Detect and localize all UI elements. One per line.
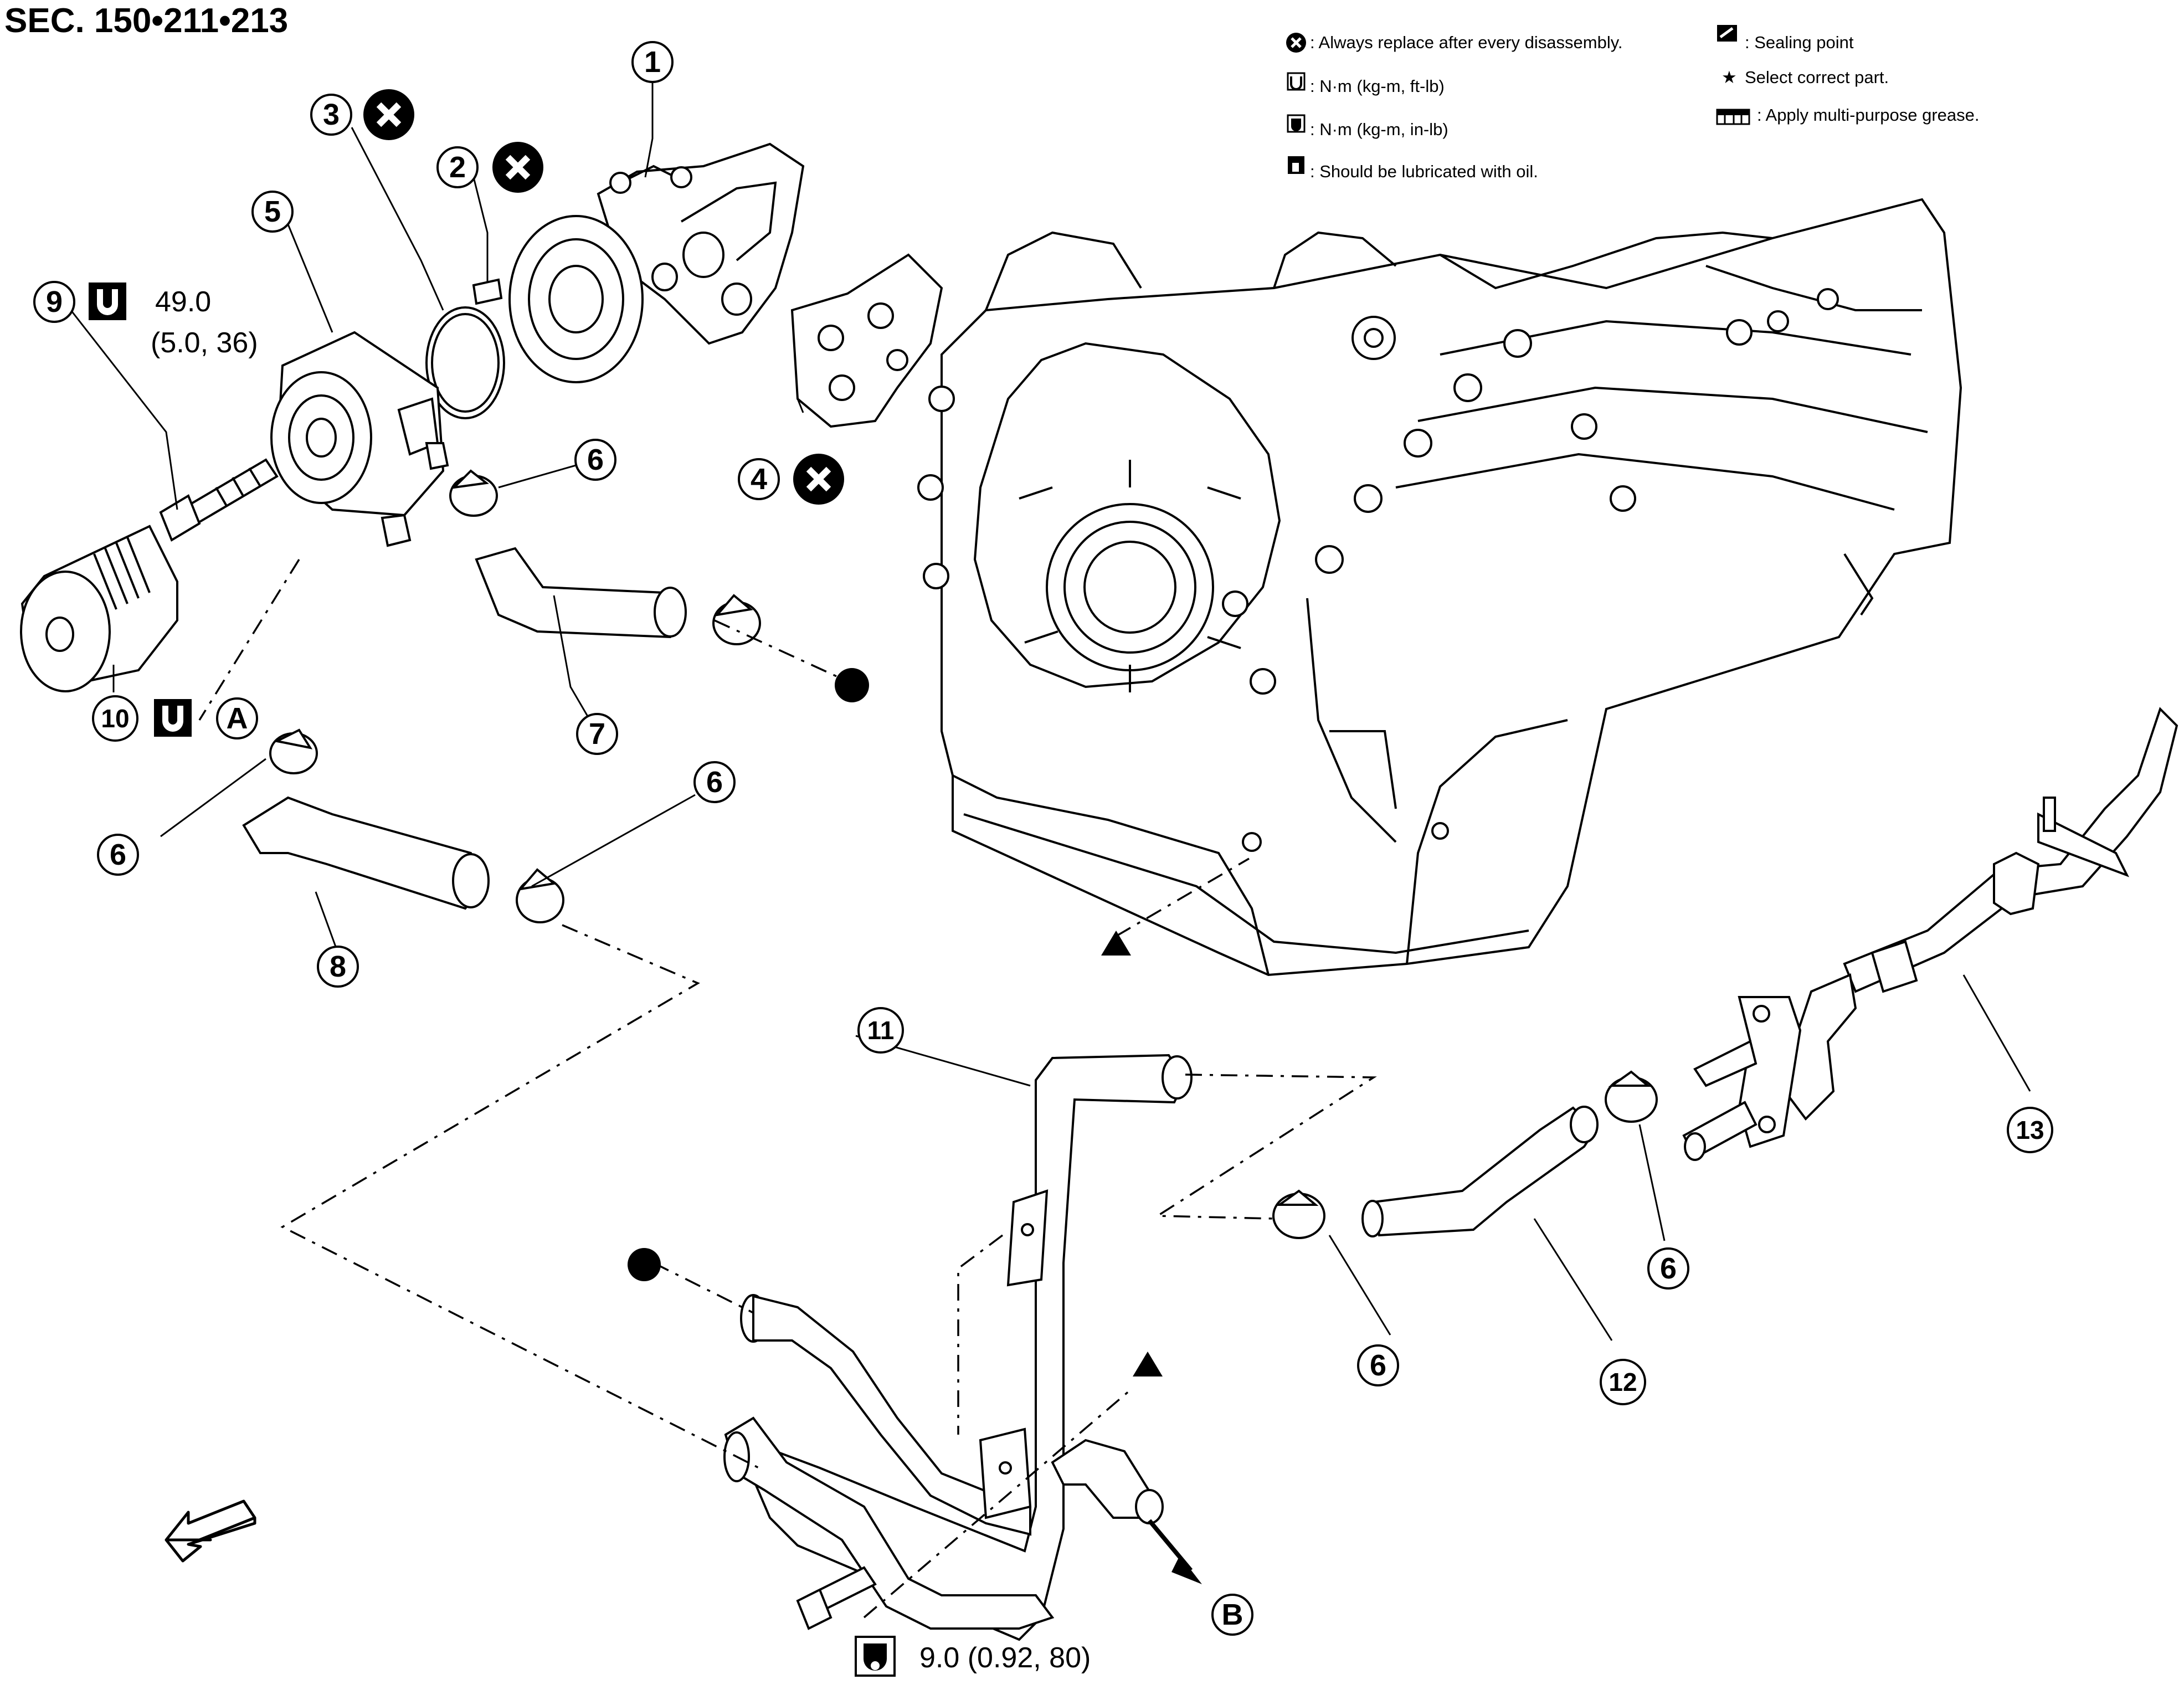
part-oil-filter-bracket: [508, 142, 805, 383]
legend-replace-text: : Always replace after every disassembly…: [1310, 33, 1623, 52]
svg-text:6: 6: [706, 766, 723, 799]
callout-1: 1: [631, 41, 674, 83]
legend-torque-inlb-text: : N·m (kg-m, in-lb): [1310, 120, 1448, 139]
legend-select-text: Select correct part.: [1745, 68, 1889, 87]
chain-lines: [198, 559, 1377, 1619]
callout-6: 6: [1647, 1247, 1689, 1290]
torque-wrench-icon: [1287, 72, 1306, 91]
callout-4: 4: [738, 458, 780, 500]
callout-6: 6: [97, 834, 139, 876]
torque-value-9-line1: 49.0: [155, 286, 211, 318]
torque-wrench-icon: [89, 282, 126, 320]
callout-6: 6: [574, 439, 616, 481]
svg-text:9: 9: [46, 285, 63, 319]
svg-text:A: A: [227, 702, 248, 735]
svg-text:12: 12: [1609, 1368, 1637, 1396]
callout-6: 6: [1357, 1344, 1399, 1386]
callout-a: A: [216, 697, 258, 739]
part-hose-clamp-1: [449, 469, 498, 517]
connection-dot-icon: [628, 1248, 661, 1281]
part-oil-filter: [20, 525, 178, 692]
front-arrow-icon: [165, 1499, 256, 1563]
section-label: SEC. 150•211•213: [4, 2, 288, 40]
svg-text:5: 5: [264, 195, 281, 228]
part-dowel-pin: [472, 278, 503, 305]
torque-value-bolt: 9.0 (0.92, 80): [919, 1642, 1091, 1674]
part-water-pipe-11: [723, 1054, 1193, 1641]
svg-text:6: 6: [110, 838, 126, 871]
torque-wrench-filled-icon: [1287, 114, 1306, 133]
part-water-hose-8: [242, 796, 490, 910]
part-hose-clamp-4: [516, 868, 564, 923]
replace-mark-2-icon: [492, 142, 543, 193]
callout-12: 12: [1600, 1359, 1646, 1405]
part-hose-clamp-2: [712, 594, 761, 645]
svg-text:3: 3: [323, 98, 340, 131]
part-water-hose-12: [1361, 1106, 1599, 1237]
leader-lines: [70, 82, 2031, 1341]
part-water-pipe-13: [1682, 707, 2178, 1161]
star-icon: ★: [1721, 68, 1737, 87]
connection-triangle-icon: [1133, 1352, 1163, 1376]
callout-b: B: [1211, 1594, 1253, 1636]
svg-text:13: 13: [2016, 1116, 2044, 1144]
svg-text:6: 6: [1660, 1252, 1677, 1285]
svg-text:2: 2: [449, 151, 466, 184]
replace-icon: [1286, 33, 1306, 53]
replace-mark-4-icon: [793, 454, 844, 505]
grease-icon: [1716, 109, 1750, 125]
svg-text:6: 6: [587, 443, 604, 476]
sealant-tube-icon: [1717, 25, 1737, 42]
part-hose-clamp-6: [1605, 1070, 1658, 1123]
legend-sealing-text: : Sealing point: [1745, 33, 1854, 52]
callout-11: 11: [857, 1007, 904, 1054]
part-connector-bolt: [159, 458, 279, 542]
svg-text:10: 10: [101, 704, 129, 733]
svg-text:7: 7: [589, 717, 605, 751]
callout-3: 3: [310, 94, 352, 136]
arrowhead-icon: [1171, 1555, 1202, 1584]
oil-can-icon: [1288, 156, 1304, 174]
legend-lubricate-text: : Should be lubricated with oil.: [1310, 162, 1538, 181]
legend: : Always replace after every disassembly…: [1286, 25, 1980, 181]
callout-5: 5: [251, 191, 294, 233]
callout-9: 9: [33, 281, 75, 323]
callout-10: 10: [92, 695, 138, 742]
connection-triangle-icon: [1101, 931, 1131, 956]
callout-2: 2: [436, 146, 479, 188]
replace-mark-3-icon: [363, 89, 414, 140]
torque-wrench-icon: [154, 699, 192, 737]
callout-13: 13: [2007, 1107, 2053, 1153]
callout-8: 8: [317, 946, 359, 988]
svg-text:6: 6: [1370, 1349, 1386, 1382]
torque-wrench-filled-icon: [855, 1636, 896, 1677]
legend-grease-text: : Apply multi-purpose grease.: [1757, 105, 1980, 125]
callout-7: 7: [576, 713, 618, 755]
svg-text:4: 4: [751, 463, 767, 496]
engine-block: [917, 198, 1962, 977]
svg-text:11: 11: [867, 1016, 895, 1045]
part-hose-clamp-3: [269, 728, 318, 774]
part-water-hose-7: [475, 547, 687, 639]
part-oil-cooler: [270, 331, 449, 547]
svg-text:8: 8: [330, 950, 346, 983]
svg-text:B: B: [1222, 1598, 1243, 1631]
part-hose-clamp-5: [1272, 1189, 1325, 1239]
part-gasket: [790, 253, 943, 428]
connection-dot-icon: [835, 668, 869, 702]
part-o-ring: [425, 306, 505, 419]
callout-6: 6: [693, 761, 736, 803]
torque-value-9-line2: (5.0, 36): [151, 327, 258, 359]
legend-torque-ftlb-text: : N·m (kg-m, ft-lb): [1310, 76, 1445, 96]
svg-text:1: 1: [644, 45, 661, 79]
